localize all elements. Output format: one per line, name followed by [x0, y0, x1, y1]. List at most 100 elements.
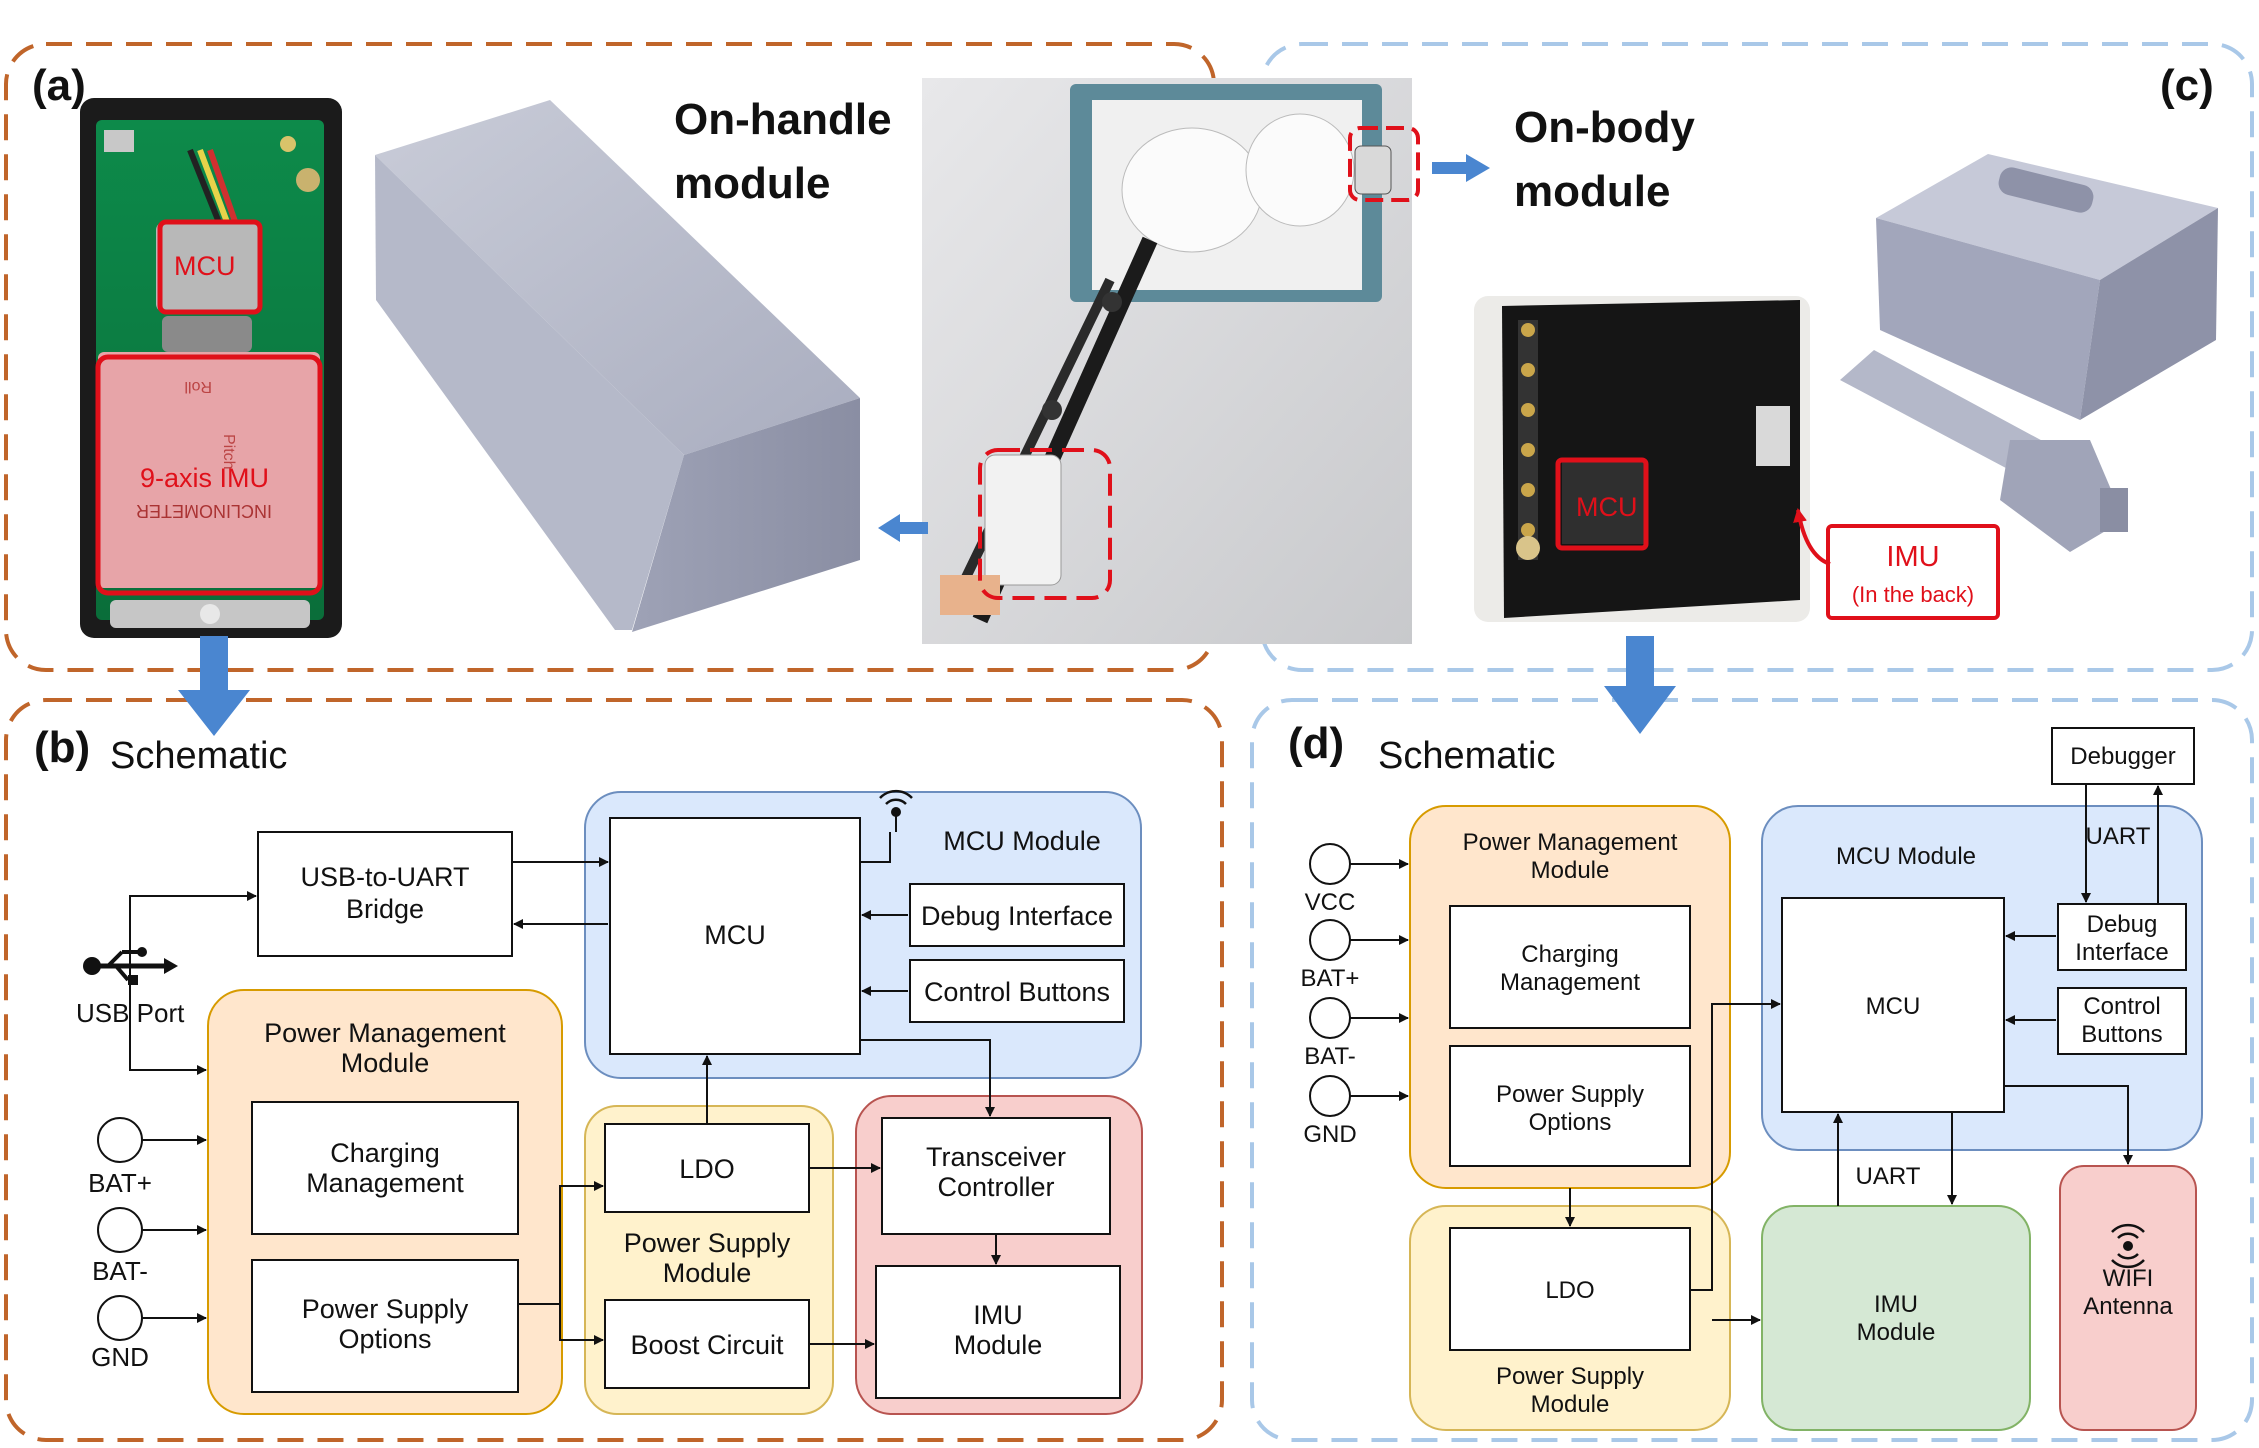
- b-power-mgmt-line2: Module: [341, 1048, 430, 1078]
- b-transceiver-line1: Transceiver: [926, 1142, 1066, 1172]
- pcb-mcu-highlight: [157, 219, 263, 315]
- imu-sticker-text: INCLINOMETER: [136, 501, 272, 521]
- d-charging-line2: Management: [1500, 969, 1640, 996]
- imu-callout-arrow: [1793, 508, 1831, 566]
- d-charging-line1: Charging: [1521, 941, 1618, 968]
- b-ldo-label: LDO: [679, 1154, 735, 1184]
- b-usb-uart-block: [257, 831, 513, 957]
- d-wifi-line2: Antenna: [2083, 1293, 2173, 1320]
- imu-sticker-pitch: Pitch: [220, 434, 237, 470]
- d-gnd-label: GND: [1303, 1121, 1356, 1148]
- b-usb-uart-line1: USB-to-UART: [300, 862, 469, 892]
- d-power-mgmt-line2: Module: [1531, 857, 1610, 884]
- b-psu-options-line1: Power Supply: [302, 1294, 469, 1324]
- arrow-to-on-handle: [878, 514, 928, 542]
- b-charging-block: [251, 1101, 519, 1235]
- panel-d-frame: [1250, 698, 2254, 1442]
- d-charging-block: [1449, 905, 1691, 1029]
- d-debugger-label: Debugger: [2070, 743, 2175, 770]
- b-gnd-label: GND: [91, 1342, 149, 1372]
- d-bat-minus-label: BAT-: [1304, 1043, 1356, 1070]
- b-control-buttons-block: [909, 959, 1125, 1023]
- on-body-title-line1: On-body: [1514, 103, 1695, 152]
- d-psu-options-line1: Power Supply: [1496, 1081, 1644, 1108]
- panel-b-label: (b): [34, 723, 90, 772]
- on-handle-enclosure-render: [375, 100, 860, 632]
- on-handle-title-line2: module: [674, 159, 830, 208]
- b-charging-line2: Management: [306, 1168, 464, 1198]
- d-ldo-label: LDO: [1545, 1277, 1594, 1304]
- b-bat-minus-label: BAT-: [92, 1256, 148, 1286]
- b-psu-module-line2: Module: [663, 1258, 752, 1288]
- b-ldo-block: [604, 1123, 810, 1213]
- d-bat-plus-label: BAT+: [1301, 965, 1360, 992]
- on-handle-pcb-photo: [80, 98, 342, 638]
- d-vcc-terminal: [1309, 843, 1351, 885]
- b-psu-options-block: [251, 1259, 519, 1393]
- d-debug-interface-line2: Interface: [2075, 939, 2168, 966]
- d-imu-group: [1761, 1205, 2031, 1431]
- pcb-imu-label: 9-axis IMU: [140, 463, 269, 493]
- d-psu-module-line1: Power Supply: [1496, 1363, 1644, 1390]
- panel-c-frame: [1260, 42, 2254, 672]
- b-bat-minus-terminal: [97, 1207, 143, 1253]
- panel-d-label: (d): [1288, 719, 1344, 768]
- d-mcu-label: MCU: [1866, 993, 1921, 1020]
- b-debug-interface-block: [909, 883, 1125, 947]
- d-mcu-module-label: MCU Module: [1836, 843, 1976, 870]
- d-ldo-block: [1449, 1227, 1691, 1351]
- b-usb-uart-line2: Bridge: [346, 894, 424, 924]
- d-debugger-block: [2051, 727, 2195, 785]
- panel-d-title: Schematic: [1378, 735, 1555, 777]
- panel-b-title: Schematic: [110, 735, 287, 777]
- on-body-enclosure-render: [1840, 154, 2218, 552]
- on-body-module-highlight: [1348, 126, 1420, 202]
- d-wifi-line1: WIFI: [2103, 1265, 2154, 1292]
- b-antenna-icon: [879, 789, 913, 832]
- on-handle-module-highlight: [978, 448, 1112, 600]
- d-uart-top-label: UART: [2086, 823, 2151, 850]
- d-control-buttons-block: [2057, 987, 2187, 1055]
- b-psu-module-line1: Power Supply: [624, 1228, 791, 1258]
- b-bat-plus-label: BAT+: [88, 1168, 152, 1198]
- d-debug-interface-line1: Debug: [2087, 911, 2158, 938]
- b-charging-line1: Charging: [330, 1138, 440, 1168]
- b-mcu-module-label: MCU Module: [943, 826, 1101, 856]
- b-transceiver-block: [881, 1117, 1111, 1235]
- b-bat-plus-terminal: [97, 1117, 143, 1163]
- d-psu-options-block: [1449, 1045, 1691, 1167]
- d-control-buttons-line1: Control: [2083, 993, 2160, 1020]
- b-imu-line1: IMU: [973, 1300, 1023, 1330]
- imu-sticker-roll: Roll: [184, 378, 212, 395]
- b-boost-label: Boost Circuit: [630, 1330, 784, 1360]
- b-power-mgmt-line1: Power Management: [264, 1018, 506, 1048]
- d-debug-interface-block: [2057, 903, 2187, 971]
- b-control-buttons-label: Control Buttons: [924, 977, 1110, 1007]
- imu-callout-line1: IMU: [1886, 541, 1939, 573]
- d-imu-line2: Module: [1857, 1319, 1936, 1346]
- d-uart-bottom-label: UART: [1856, 1163, 1921, 1190]
- d-power-mgmt-line1: Power Management: [1463, 829, 1678, 856]
- b-boost-block: [604, 1299, 810, 1389]
- arrow-to-on-body: [1432, 154, 1490, 182]
- d-wifi-group: [2059, 1165, 2197, 1431]
- on-body-mcu-label: MCU: [1576, 492, 1638, 522]
- b-mcu-block: [609, 817, 861, 1055]
- b-imu-line2: Module: [954, 1330, 1043, 1360]
- imu-callout-box: [1826, 524, 2000, 620]
- pcb-imu-highlight: [95, 354, 323, 596]
- d-psu-module-line2: Module: [1531, 1391, 1610, 1418]
- on-body-mcu-highlight: [1555, 457, 1649, 551]
- d-vcc-label: VCC: [1305, 889, 1356, 916]
- arrow-a-to-b: [178, 636, 250, 736]
- pcb-mcu-label: MCU: [174, 251, 236, 281]
- on-body-title-line2: module: [1514, 167, 1670, 216]
- d-control-buttons-line2: Buttons: [2081, 1021, 2162, 1048]
- pelvis-mount-photo: [922, 78, 1412, 644]
- panel-a-label: (a): [32, 61, 86, 110]
- imu-callout-line2: (In the back): [1852, 582, 1974, 607]
- panel-c-label: (c): [2160, 61, 2214, 110]
- d-wifi-antenna-icon: [2111, 1223, 2145, 1269]
- b-gnd-terminal: [97, 1295, 143, 1341]
